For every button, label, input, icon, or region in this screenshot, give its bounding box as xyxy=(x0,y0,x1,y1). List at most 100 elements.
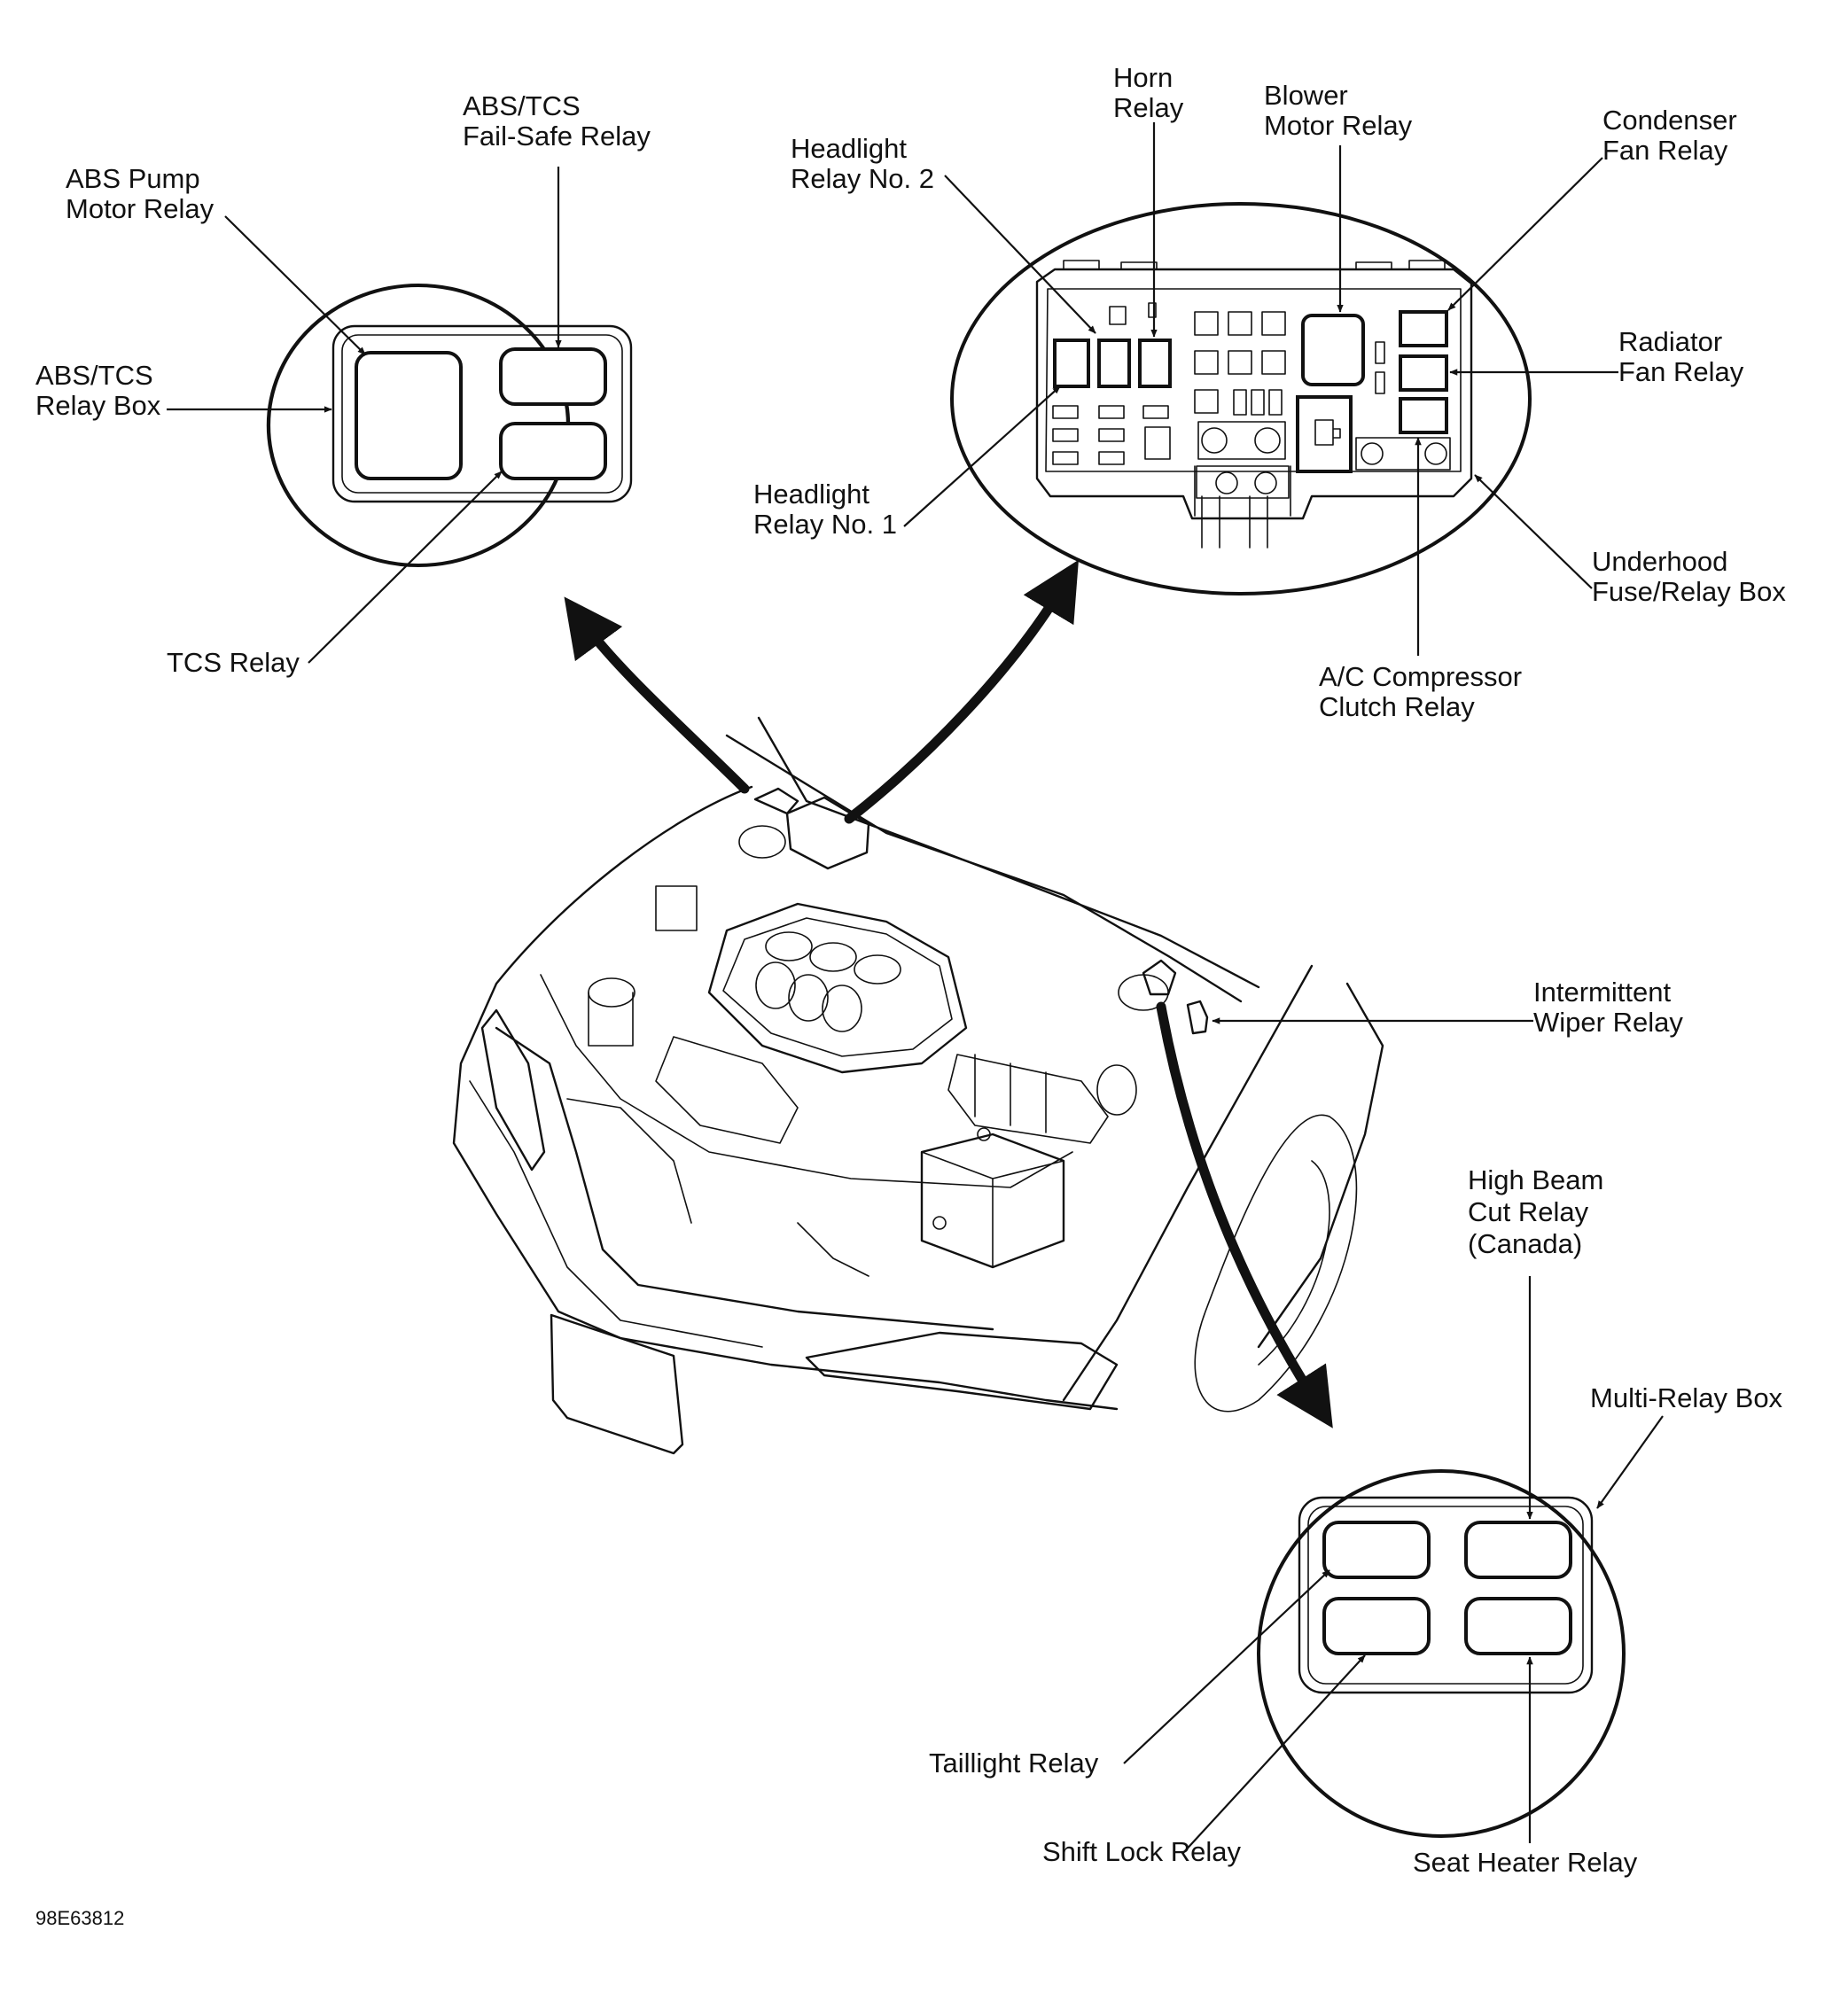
figure-id: 98E63812 xyxy=(35,1907,124,1929)
fuse-grid xyxy=(1052,311,1451,517)
main-fuse-block xyxy=(1296,395,1353,473)
abs-tcs-detail-circle xyxy=(266,284,633,567)
car-front-engine-bay xyxy=(452,716,1384,1455)
right-wheel-arch xyxy=(1257,982,1384,1349)
air-intake-tube xyxy=(947,1054,1109,1144)
leader-headlight-relay-no-2 xyxy=(944,175,1096,334)
underhood-fuse-relay-box-housing xyxy=(1035,268,1473,520)
label-abs-pump-motor-relay: ABS Pump Motor Relay xyxy=(66,163,214,224)
multi-relay-box-housing xyxy=(1298,1496,1594,1694)
arrow-to-multi-relay-detail xyxy=(1156,1001,1333,1428)
license-plate-bracket xyxy=(550,1313,684,1455)
underhood-box-wires xyxy=(1201,495,1268,549)
underhood-box-inner-rim xyxy=(1045,288,1462,472)
underhood-detail-ellipse-outline xyxy=(950,202,1532,595)
underhood-detail-ellipse xyxy=(950,202,1532,595)
main-fuse-detail xyxy=(1314,419,1341,446)
intake-runner xyxy=(854,954,901,985)
front-tire xyxy=(1194,1114,1358,1413)
callout-labels: ABS Pump Motor Relay ABS/TCS Fail-Safe R… xyxy=(35,62,1786,1929)
engine-cover-inner xyxy=(722,917,953,1057)
coolant-reservoir-cap xyxy=(588,977,635,1008)
right-headlight xyxy=(805,1331,1119,1411)
abs-tcs-relay-box-inner xyxy=(341,334,623,494)
hood-edge xyxy=(725,734,1243,1003)
valve-cover xyxy=(655,1036,799,1144)
underhood-fuse-relay-box-location xyxy=(785,796,870,870)
ac-compressor-clutch-relay-shape xyxy=(1399,397,1448,434)
tire-tread xyxy=(1258,1160,1330,1366)
leader-shift-lock-relay xyxy=(1181,1654,1366,1855)
label-abs-tcs-relay-box: ABS/TCS Relay Box xyxy=(35,360,161,421)
front-fascia-line xyxy=(495,1026,994,1331)
abs-pump-motor-relay-shape xyxy=(355,351,463,480)
abs-tcs-fail-safe-relay-shape xyxy=(499,347,607,406)
multi-relay-box-inner xyxy=(1307,1506,1584,1685)
multi-relay-detail-circle xyxy=(1257,1469,1626,1838)
leader-tcs-relay xyxy=(308,471,503,664)
left-strut-tower xyxy=(738,825,786,859)
condenser-fan-relay-shape xyxy=(1399,310,1448,347)
intake-runner xyxy=(809,942,857,972)
battery-edges xyxy=(921,1151,1064,1268)
battery-terminal xyxy=(977,1127,991,1141)
intake-runner xyxy=(788,974,829,1022)
tcs-relay-shape xyxy=(499,422,607,480)
leader-underhood-fuse-relay-box xyxy=(1474,474,1593,589)
label-high-beam-cut-relay: High Beam Cut Relay (Canada) xyxy=(1468,1164,1611,1259)
label-radiator-fan-relay: Radiator Fan Relay xyxy=(1618,326,1744,387)
label-multi-relay-box: Multi-Relay Box xyxy=(1590,1382,1783,1413)
multi-relay-box-location xyxy=(1142,959,1177,996)
small-fuse xyxy=(1148,302,1157,318)
label-headlight-relay-no-2: Headlight Relay No. 2 xyxy=(791,133,934,194)
label-horn-relay: Horn Relay xyxy=(1113,62,1184,123)
high-beam-cut-relay-shape xyxy=(1464,1521,1572,1579)
abs-tcs-relay-box-location xyxy=(753,787,799,815)
left-headlight xyxy=(480,1008,546,1171)
intake-runner xyxy=(822,985,862,1032)
left-reservoir xyxy=(655,885,698,931)
blower-motor-relay-shape xyxy=(1301,314,1365,386)
radiator-support xyxy=(540,974,1073,1188)
label-intermittent-wiper-relay: Intermittent Wiper Relay xyxy=(1533,977,1683,1038)
abs-tcs-relay-box-housing xyxy=(331,324,633,503)
intake-resonator xyxy=(1096,1064,1137,1116)
label-shift-lock-relay: Shift Lock Relay xyxy=(1042,1836,1241,1867)
battery xyxy=(920,1133,1065,1269)
intake-runner xyxy=(755,961,796,1009)
engine-bay-hoses xyxy=(566,1098,869,1277)
label-taillight-relay: Taillight Relay xyxy=(929,1747,1099,1779)
leader-lines xyxy=(167,122,1664,1855)
headlight-relay-no-1-shape xyxy=(1053,339,1090,388)
radiator-fan-relay-shape xyxy=(1399,354,1448,392)
label-blower-motor-relay: Blower Motor Relay xyxy=(1264,80,1413,141)
label-tcs-relay: TCS Relay xyxy=(167,647,300,678)
headlight-relay-no-2-shape xyxy=(1097,339,1131,388)
taillight-relay-shape xyxy=(1322,1521,1431,1579)
engine-cover xyxy=(707,902,968,1074)
label-underhood-fuse-relay-box: Underhood Fuse/Relay Box xyxy=(1592,546,1786,607)
label-condenser-fan-relay: Condenser Fan Relay xyxy=(1602,105,1744,166)
bumper-lower-line xyxy=(469,1080,763,1348)
label-headlight-relay-no-1: Headlight Relay No. 1 xyxy=(753,479,897,540)
shift-lock-relay-shape xyxy=(1322,1597,1431,1655)
leader-taillight-relay xyxy=(1123,1569,1330,1764)
multi-relay-detail-circle-outline xyxy=(1257,1469,1626,1838)
right-fender-line xyxy=(1062,964,1314,1402)
leader-abs-pump-motor-relay xyxy=(224,215,366,355)
leader-multi-relay-box xyxy=(1596,1415,1664,1509)
coolant-reservoir xyxy=(588,992,634,1047)
horn-relay-shape xyxy=(1138,339,1172,388)
front-bumper-outline xyxy=(452,785,1119,1411)
underhood-box-top-tabs xyxy=(1063,260,1446,270)
leader-headlight-relay-no-1 xyxy=(903,385,1061,527)
small-fuse xyxy=(1109,306,1127,325)
label-ac-compressor-clutch-relay: A/C Compressor Clutch Relay xyxy=(1319,661,1530,722)
label-seat-heater-relay: Seat Heater Relay xyxy=(1413,1847,1638,1878)
seat-heater-relay-shape xyxy=(1464,1597,1572,1655)
intermittent-wiper-relay-location xyxy=(1186,1000,1209,1035)
leader-condenser-fan-relay xyxy=(1447,157,1603,311)
arrow-to-underhood-detail xyxy=(844,559,1079,824)
label-abs-tcs-fail-safe-relay: ABS/TCS Fail-Safe Relay xyxy=(463,90,651,152)
